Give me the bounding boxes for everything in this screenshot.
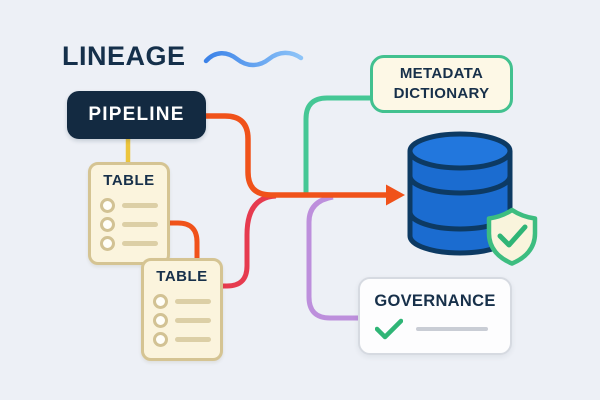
connector-metadata-merge	[303, 95, 371, 196]
shield-check-icon	[486, 207, 538, 266]
wave-decoration-icon	[203, 50, 304, 68]
checkmark-icon	[375, 318, 403, 340]
pipeline-node: PIPELINE	[67, 91, 206, 139]
list-line	[175, 299, 211, 304]
list-line	[175, 337, 211, 342]
connector-governance-merge	[306, 194, 359, 321]
connector-table2-merge	[221, 193, 277, 289]
table-node-2: TABLE	[141, 258, 223, 361]
governance-node: GOVERNANCE	[358, 277, 512, 355]
pipeline-label: PIPELINE	[88, 104, 185, 125]
list-bullet-icon	[153, 313, 168, 328]
list-item	[100, 196, 158, 215]
connector-pipeline-database	[206, 113, 388, 198]
table-1-label: TABLE	[103, 172, 155, 189]
list-bullet-icon	[100, 198, 115, 213]
metadata-label-line2: DICTIONARY	[393, 85, 490, 102]
list-item	[100, 234, 158, 253]
table-node-1: TABLE	[88, 162, 170, 265]
table-2-rows	[144, 292, 220, 349]
governance-check-row	[375, 318, 510, 340]
list-bullet-icon	[153, 294, 168, 309]
governance-label: GOVERNANCE	[374, 292, 496, 310]
table-1-rows	[91, 196, 167, 253]
list-line	[122, 203, 158, 208]
governance-placeholder-line	[416, 326, 488, 332]
list-line	[175, 318, 211, 323]
database-icon	[407, 131, 513, 256]
list-item	[153, 311, 211, 330]
list-bullet-icon	[100, 217, 115, 232]
list-line	[122, 241, 158, 246]
table-2-label: TABLE	[156, 268, 208, 285]
metadata-label-line1: METADATA	[399, 65, 484, 82]
list-item	[153, 330, 211, 349]
arrowhead-icon	[386, 184, 405, 206]
list-bullet-icon	[153, 332, 168, 347]
list-bullet-icon	[100, 236, 115, 251]
list-item	[100, 215, 158, 234]
connector-table1-table2	[170, 220, 200, 259]
list-item	[153, 292, 211, 311]
metadata-dictionary-node: METADATA DICTIONARY	[370, 55, 513, 113]
list-line	[122, 222, 158, 227]
page-title: LINEAGE	[62, 41, 186, 71]
